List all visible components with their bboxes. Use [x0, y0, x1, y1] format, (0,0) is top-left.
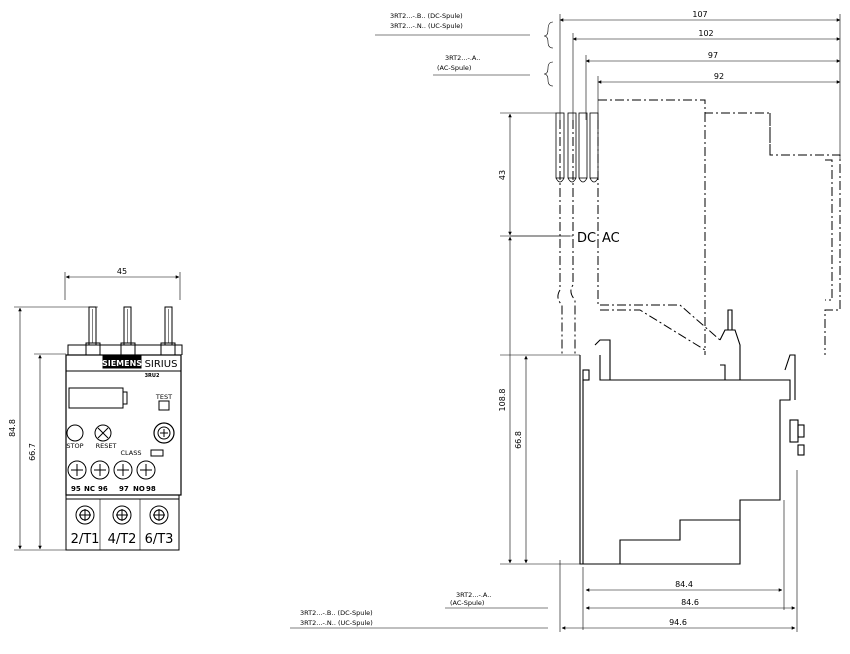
front-view [14, 272, 183, 551]
bottom-note-dc-1: 3RT2...-.B.. (DC-Spule) [300, 609, 373, 617]
dim-108-8-label: 108.8 [498, 389, 507, 412]
bottom-note-dc-2: 3RT2...-.N.. (UC-Spule) [300, 619, 373, 627]
dim-43-label: 43 [498, 170, 507, 180]
brand-label: SIEMENS [102, 359, 142, 368]
main-terminal-screws [75, 505, 169, 525]
model-code-label: 3RU2 [145, 373, 160, 379]
aux-terminal-96: 96 [98, 485, 108, 493]
top-note-dc-2: 3RT2...-.N.. (UC-Spule) [390, 22, 463, 30]
test-label: TEST [155, 393, 172, 401]
class-label: CLASS [120, 449, 141, 457]
bottom-note-ac-1: 3RT2...-.A.. [456, 591, 491, 599]
series-label: SIRIUS [145, 359, 178, 370]
stop-label: STOP [66, 442, 83, 450]
ac-label: AC [602, 231, 620, 246]
top-note-ac-1: 3RT2...-.A.. [445, 54, 480, 62]
dim-107-label: 107 [692, 10, 707, 19]
dc-label: DC [577, 231, 596, 246]
aux-terminal-97: 97 [119, 485, 129, 493]
dim-102-label: 102 [698, 29, 713, 38]
dim-97-label: 97 [708, 51, 718, 60]
height-84-8-label: 84.8 [8, 419, 17, 437]
relay-side-body [579, 309, 805, 565]
main-terminal-2-t1: 2/T1 [71, 532, 100, 547]
aux-terminal-nc: NC [84, 485, 95, 493]
front-view-text: 45 84.8 66.7 SIEMENS SIRIUS 3RU2 TEST ST… [8, 267, 177, 547]
dim-84-6-label: 84.6 [681, 598, 699, 607]
aux-terminal-95: 95 [71, 485, 81, 493]
dim-94-6-label: 94.6 [669, 618, 687, 627]
reset-label: RESET [96, 442, 117, 450]
side-view-text: 107 102 97 92 43 108.8 66.8 84.4 84.6 94… [300, 10, 724, 627]
dim-92-label: 92 [714, 72, 724, 81]
aux-terminal-screws [67, 460, 156, 480]
aux-terminal-98: 98 [146, 485, 156, 493]
aux-terminal-no: NO [133, 485, 145, 493]
dim-66-8-label: 66.8 [514, 431, 523, 449]
top-note-ac-2: (AC-Spule) [437, 64, 471, 72]
height-66-7-label: 66.7 [28, 443, 37, 461]
top-note-dc-1: 3RT2...-.B.. (DC-Spule) [390, 12, 463, 20]
bottom-note-ac-2: (AC-Spule) [450, 599, 484, 607]
main-terminal-6-t3: 6/T3 [145, 532, 174, 547]
coil-pins [555, 112, 599, 183]
side-view [290, 14, 841, 632]
main-terminal-4-t2: 4/T2 [108, 532, 137, 547]
width-45-label: 45 [117, 267, 127, 276]
contactor-outline [557, 99, 841, 355]
dim-84-4-label: 84.4 [675, 580, 693, 589]
